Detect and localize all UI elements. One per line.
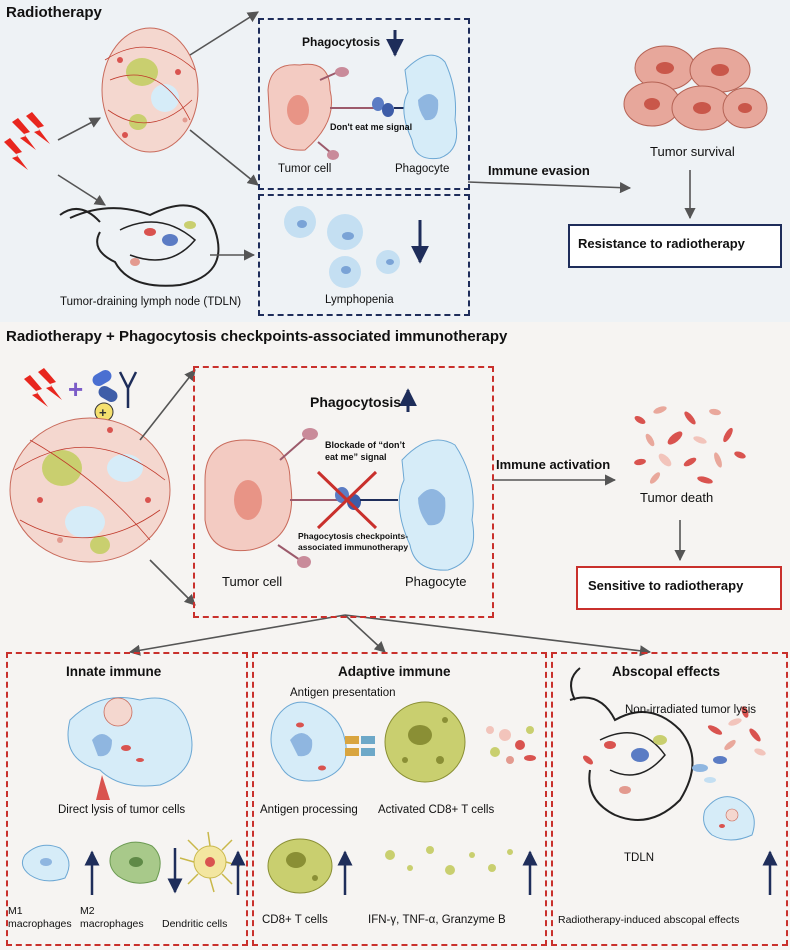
dont-eat-me-label: Don't eat me signal xyxy=(330,122,413,132)
m2-sub-label: macrophages xyxy=(80,918,144,930)
tumor-cluster-icon xyxy=(101,27,199,153)
m1-label: M1 xyxy=(8,905,23,917)
plus-icon: + xyxy=(68,374,83,404)
phagocyte-engulfing-icon xyxy=(67,697,193,800)
antigen-presenting-cell-icon xyxy=(270,701,347,782)
innate-immune-title: Innate immune xyxy=(66,664,162,679)
tumor-death-icon xyxy=(634,406,746,484)
m1-macrophage-icon xyxy=(21,844,70,882)
lysed-tumor-icon xyxy=(486,726,536,764)
non-irradiated-tumor-lysis-icon xyxy=(707,706,766,756)
section-title-combination: Radiotherapy + Phagocytosis checkpoints-… xyxy=(6,328,508,345)
activated-cd8-t-cell-icon xyxy=(384,701,466,783)
phagocyte-label-bottom: Phagocyte xyxy=(405,574,467,589)
tcr-mhc-icon xyxy=(345,736,375,756)
section-title-radiotherapy: Radiotherapy xyxy=(6,4,102,21)
m2-macrophage-icon xyxy=(109,841,161,884)
dendritic-cells-label: Dendritic cells xyxy=(162,918,228,930)
phagocytosis-box-top xyxy=(258,18,470,190)
phagocyte-icon xyxy=(398,439,475,571)
blockade-label-1: Blockade of “don’t xyxy=(325,440,406,450)
tumor-survival-icon xyxy=(623,45,768,131)
lymph-node-icon xyxy=(59,204,220,287)
resistance-label: Resistance to radiotherapy xyxy=(578,236,745,251)
innate-immune-box xyxy=(6,652,248,946)
cytokines-label: IFN-γ, TNF-α, Granzyme B xyxy=(368,914,506,926)
blockade-x-icon xyxy=(316,470,378,530)
sensitive-label: Sensitive to radiotherapy xyxy=(588,578,744,593)
tumor-cluster-icon xyxy=(9,417,171,563)
phagocytosis-box-bottom xyxy=(193,366,494,618)
tdln-label-bottom: TDLN xyxy=(624,852,655,864)
direct-lysis-label: Direct lysis of tumor cells xyxy=(58,804,186,816)
tumor-survival-label: Tumor survival xyxy=(650,144,735,159)
immune-activation-label: Immune activation xyxy=(496,457,611,472)
drug-capsule-icon: + xyxy=(92,370,118,422)
tumor-cell-label-top: Tumor cell xyxy=(278,163,332,175)
cd8-label: CD8+ T cells xyxy=(262,914,328,926)
tumor-cell-label-bottom: Tumor cell xyxy=(222,574,283,589)
lymphopenia-label: Lymphopenia xyxy=(325,294,394,306)
phagocyte-icon xyxy=(403,54,458,160)
adaptive-immune-title: Adaptive immune xyxy=(338,664,451,679)
checkpoint-label-2: associated immunotherapy xyxy=(298,542,409,552)
cytokine-icon xyxy=(385,846,513,875)
phagocytosis-label-top: Phagocytosis xyxy=(302,35,381,49)
lightning-icon xyxy=(4,112,50,170)
abscopal-induced-label: Radiotherapy-induced abscopal effects xyxy=(558,914,740,926)
phagocyte-label-top: Phagocyte xyxy=(395,163,450,175)
antigen-processing-label: Antigen processing xyxy=(260,804,358,816)
m2-label: M2 xyxy=(80,905,95,917)
phagocyte-engulfing-icon xyxy=(703,796,755,841)
sensitive-box xyxy=(576,566,782,610)
adaptive-immune-box xyxy=(252,652,547,946)
activated-cd8-label: Activated CD8+ T cells xyxy=(378,804,495,816)
abscopal-effects-box xyxy=(551,652,788,946)
antibody-icon xyxy=(118,371,138,408)
svg-text:+: + xyxy=(99,405,107,420)
non-irradiated-label: Non-irradiated tumor lysis xyxy=(625,704,757,716)
antigen-presentation-label: Antigen presentation xyxy=(290,687,396,699)
immune-migration-icon xyxy=(692,756,727,783)
lymphocyte-icon xyxy=(284,206,400,288)
tumor-death-label: Tumor death xyxy=(640,490,714,505)
resistance-box xyxy=(568,224,782,268)
lightning-icon xyxy=(24,368,62,407)
blockade-label-2: eat me” signal xyxy=(325,452,387,462)
abscopal-title: Abscopal effects xyxy=(612,664,721,679)
tumor-cell-icon xyxy=(267,63,375,160)
tumor-cell-icon xyxy=(204,428,340,568)
lymphopenia-box xyxy=(258,194,470,316)
immune-evasion-label: Immune evasion xyxy=(488,163,590,178)
phagocytosis-label-bottom: Phagocytosis xyxy=(310,394,402,410)
cd8-t-cell-icon xyxy=(267,838,333,894)
m1-sub-label: macrophages xyxy=(8,918,72,930)
checkpoint-label-1: Phagocytosis checkpoints- xyxy=(298,531,409,541)
dendritic-cell-icon xyxy=(179,831,241,893)
tdln-label-top: Tumor-draining lymph node (TDLN) xyxy=(60,296,242,308)
lymph-node-icon xyxy=(569,667,694,821)
